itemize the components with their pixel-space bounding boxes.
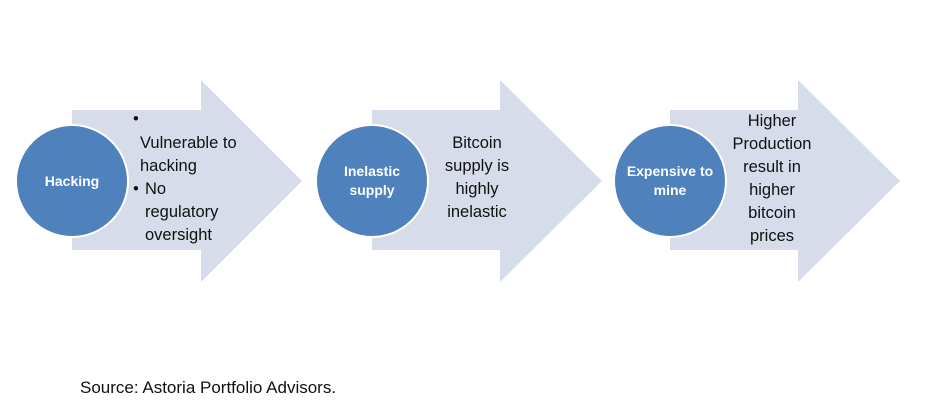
arrow-1 bbox=[72, 80, 302, 282]
arrow-text-higher-production: Higher Production result in higher bitco… bbox=[732, 112, 812, 245]
circle-3 bbox=[613, 124, 727, 238]
circle-label-hacking: Hacking bbox=[44, 172, 100, 189]
arrow-3 bbox=[670, 80, 900, 282]
arrow-text-bitcoin-supply: Bitcoin supply is highly inelastic bbox=[444, 134, 510, 221]
source-caption: Source: Astoria Portfolio Advisors. bbox=[80, 378, 337, 397]
bullet-text-no-regulatory: No regulatory oversight bbox=[145, 180, 219, 244]
arrow-2 bbox=[372, 80, 602, 282]
bullet-text-vulnerable: Vulnerable to hacking bbox=[140, 134, 237, 175]
circle-label-inelastic-supply: Inelastic supply bbox=[343, 163, 401, 198]
circle-1 bbox=[15, 124, 129, 238]
bullet-icon: • bbox=[133, 110, 139, 128]
circle-2 bbox=[315, 124, 429, 238]
bullet-icon: • bbox=[133, 180, 139, 198]
circle-label-expensive-to-mine: Expensive to mine bbox=[626, 163, 714, 198]
